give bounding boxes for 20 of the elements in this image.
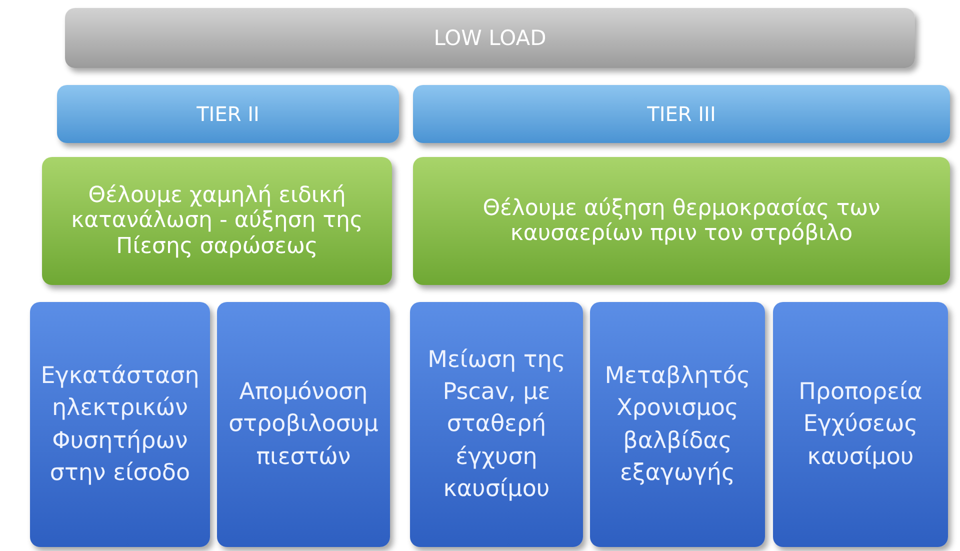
measure-box: [773, 302, 948, 547]
goal-text: Θέλουμε αύξηση θερμοκρασίας των καυσαερίων πριν τον στρόβιλο: [482, 196, 882, 246]
measure-box: [410, 302, 583, 547]
tier-label: TIER II: [196, 102, 260, 126]
tier-label: TIER III: [647, 102, 716, 126]
measure-text: Προπορεία Εγχύσεως καυσίμου: [798, 378, 924, 472]
measure-text: Εγκατάσταση ηλεκτρικών Φυσητήρων στην είσοδο: [40, 362, 200, 488]
goal-box: [42, 157, 392, 285]
tier-bar: [57, 85, 399, 143]
goal-box: [413, 157, 950, 285]
goal-text: Θέλουμε χαμηλή ειδική κατανάλωση - αύξηση της Πίεσης σαρώσεως: [70, 183, 364, 259]
header-bar: [65, 8, 915, 68]
tier-bar: [413, 85, 950, 143]
measure-text: Μείωση της Pscav, με σταθερή έγχυση καυσίμου: [426, 346, 566, 504]
header-text: LOW LOAD: [434, 26, 546, 50]
measure-box: [217, 302, 390, 547]
measure-box: [590, 302, 765, 547]
measure-text: Μεταβλητός Χρονισμος βαλβίδας εξαγωγής: [604, 362, 752, 488]
measure-text: Απομόνοση στροβιλοσυμπιεστών: [228, 378, 380, 472]
measure-box: [30, 302, 210, 547]
